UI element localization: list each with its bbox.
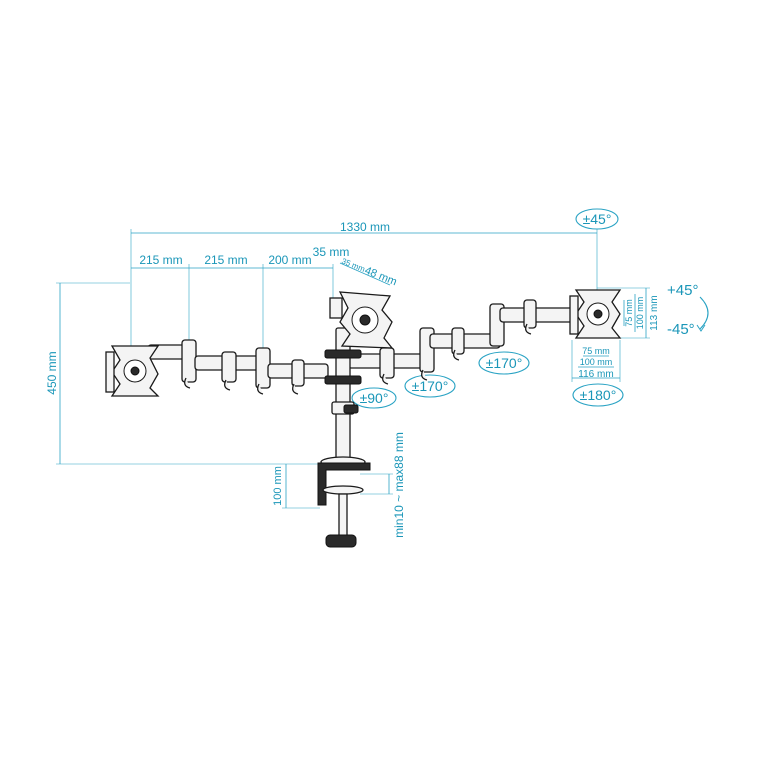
left-clip-1 (184, 377, 191, 389)
vesa-plate-left (105, 345, 160, 397)
right-arm-joint-1 (379, 347, 395, 379)
right-arm-link-3 (499, 307, 575, 323)
rot-tilt-down: -45° (667, 321, 695, 338)
vesa-plate-right (569, 289, 622, 339)
vesa-right-hub (593, 309, 603, 319)
dim-vesa-116-w: 116 mm (578, 369, 613, 380)
swivel-b-ellipse (404, 374, 456, 398)
pole-shaft (335, 327, 351, 461)
left-arm-joint-2 (221, 351, 237, 383)
pole (320, 327, 366, 468)
tilt-arc-icon (699, 296, 709, 330)
left-arm-joint-1 (181, 339, 197, 383)
clamp-handle (325, 534, 357, 548)
clamp-screw (338, 493, 348, 537)
vesa-right-edge (569, 295, 579, 335)
dim-clamp-range: min10 ~ max88 mm (392, 432, 406, 538)
dim-vesa-100-w: 100 mm (580, 357, 613, 367)
rot-tilt-top: ±45° (583, 211, 612, 227)
clamp-plate (322, 485, 364, 495)
vesa-center-bracket (329, 297, 343, 319)
left-clip-4 (292, 383, 299, 395)
left-clip-2 (224, 379, 231, 391)
vesa-plate-center (329, 291, 394, 349)
right-clip-1 (382, 373, 389, 385)
tilt-arrow-icon (696, 324, 706, 332)
right-clip-4 (525, 323, 532, 335)
dimension-labels: 1330 mm 215 mm 215 mm 200 mm 35 mm 35 mm… (45, 220, 660, 538)
tilt-top-ellipse (575, 208, 619, 230)
dim-small-48: 48 mm (363, 265, 399, 289)
vesa-left-edge (105, 351, 115, 393)
rot-tilt-up: +45° (667, 282, 698, 299)
swivel-a-ellipse (478, 351, 530, 375)
rot-swivel-arm-a: ±170° (486, 355, 523, 371)
dim-clamp-base: 100 mm (272, 466, 284, 506)
dim-vesa-75-w: 75 mm (582, 346, 610, 356)
dim-height: 450 mm (45, 351, 59, 394)
pole-knob (343, 404, 359, 414)
dim-vesa-100-h: 100 mm (635, 297, 645, 330)
dim-arm-1: 215 mm (139, 253, 182, 267)
dim-small-35: 35 mm (340, 257, 366, 275)
dim-vesa-113-h: 113 mm (649, 295, 660, 330)
right-clip-3 (453, 349, 460, 361)
rot-swivel-pole: ±90° (360, 390, 389, 406)
left-arm-joint-4 (291, 359, 305, 387)
vesa-left-hub (130, 366, 140, 376)
mount-drawing (105, 289, 622, 548)
rotation-labels: ±45° +45° -45° ±170° ±170° ±90° ±180° (351, 208, 709, 409)
right-arm-joint-3 (451, 327, 465, 355)
dim-pole-offset: 35 mm (313, 245, 350, 259)
dim-vesa-75-h: 75 mm (624, 299, 634, 327)
dim-arm-3: 200 mm (268, 253, 311, 267)
pole-collar-top (324, 349, 362, 359)
dim-arm-2: 215 mm (204, 253, 247, 267)
rotate-plate-ellipse (572, 383, 624, 407)
swivel-pole-ellipse (351, 387, 397, 409)
right-arm (347, 299, 575, 385)
left-clip-3 (257, 383, 264, 395)
left-arm (147, 339, 329, 395)
rot-rotate-plate: ±180° (580, 387, 617, 403)
desk-clamp (317, 462, 371, 548)
pole-collar-mid (324, 375, 362, 385)
rot-swivel-arm-b: ±170° (412, 378, 449, 394)
dimension-lines (56, 229, 650, 509)
right-clip-2 (421, 369, 428, 381)
right-arm-joint-5 (523, 299, 537, 329)
vesa-center-hub (359, 314, 371, 326)
clamp-frame (317, 462, 371, 506)
dim-total-width: 1330 mm (340, 220, 390, 234)
